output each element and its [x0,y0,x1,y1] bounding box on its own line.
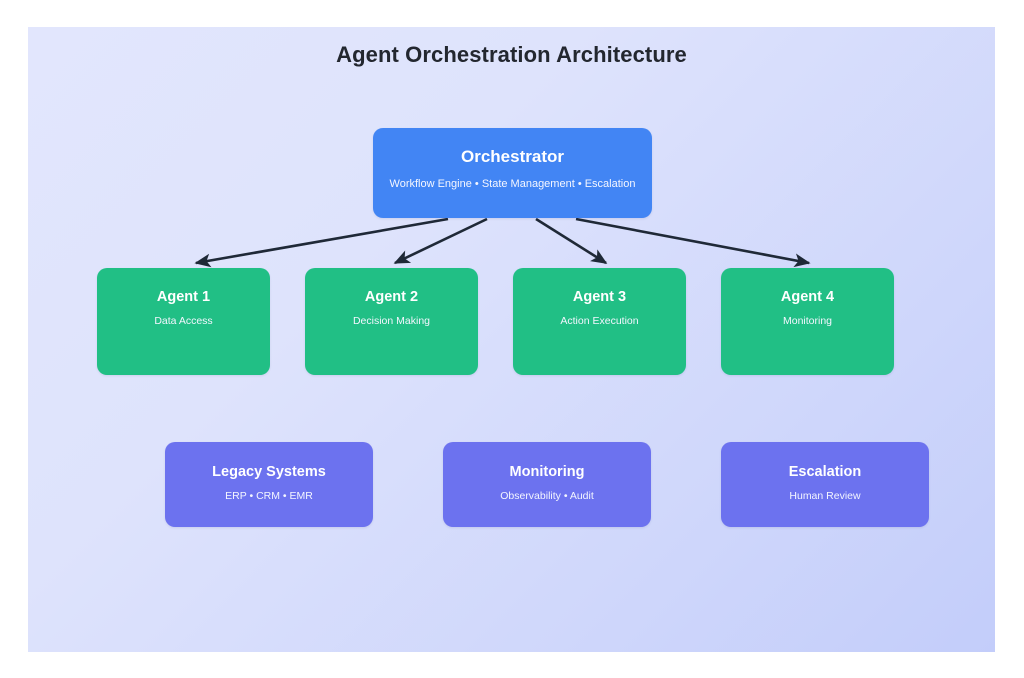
connector-orchestrator-to-agent-4 [575,217,811,268]
node-agent-1-title: Agent 1 [156,289,211,305]
diagram-panel: Agent Orchestration Architecture Orchest… [28,27,995,652]
node-agent-4[interactable]: Agent 4 Monitoring [721,268,894,375]
node-legacy-systems-subtitle: ERP • CRM • EMR [225,489,313,502]
node-monitoring-subtitle: Observability • Audit [500,489,594,502]
connector-orchestrator-to-agent-2 [393,217,488,265]
node-escalation-subtitle: Human Review [789,489,861,502]
node-escalation-title: Escalation [788,464,862,480]
node-legacy-systems-title: Legacy Systems [212,464,326,480]
connector-orchestrator-to-agent-3 [535,217,608,265]
node-orchestrator-subtitle: Workflow Engine • State Management • Esc… [389,177,636,190]
node-orchestrator-title: Orchestrator [461,147,564,166]
node-agent-2-subtitle: Decision Making [352,314,431,327]
connector-orchestrator-to-agent-1 [194,217,449,268]
node-agent-1-subtitle: Data Access [154,314,213,327]
node-monitoring-title: Monitoring [509,464,585,480]
node-agent-2[interactable]: Agent 2 Decision Making [305,268,478,375]
page-title: Agent Orchestration Architecture [336,42,687,67]
node-agent-3-subtitle: Action Execution [560,314,639,327]
node-agent-4-subtitle: Monitoring [782,314,833,327]
node-escalation[interactable]: Escalation Human Review [721,442,929,527]
node-legacy-systems[interactable]: Legacy Systems ERP • CRM • EMR [165,442,373,527]
node-agent-4-title: Agent 4 [780,289,835,305]
node-monitoring[interactable]: Monitoring Observability • Audit [443,442,651,527]
node-agent-2-title: Agent 2 [364,289,419,305]
node-orchestrator[interactable]: Orchestrator Workflow Engine • State Man… [373,128,652,218]
node-agent-3-title: Agent 3 [572,289,627,305]
node-agent-3[interactable]: Agent 3 Action Execution [513,268,686,375]
node-agent-1[interactable]: Agent 1 Data Access [97,268,270,375]
